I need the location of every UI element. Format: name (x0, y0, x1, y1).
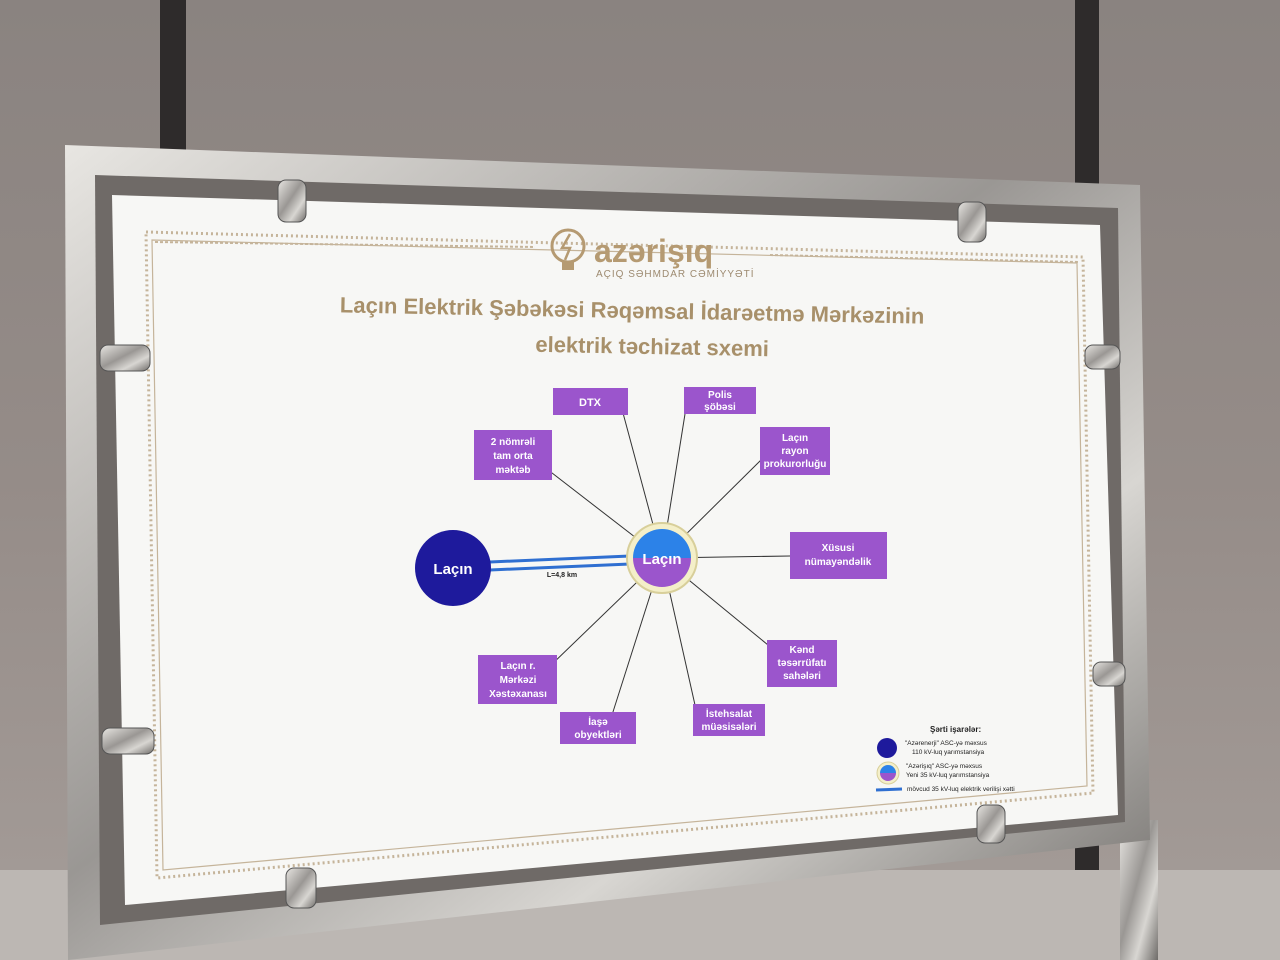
consumer-istehsalat-label-2: müəsisələri (701, 722, 756, 733)
consumer-mekteb: 2 nömrəli tam orta məktəb (474, 430, 552, 480)
board (112, 195, 1118, 905)
consumer-prokurorluq: Laçın rayon prokurorluğu (760, 427, 830, 475)
consumer-kend-label-3: sahələri (783, 671, 821, 682)
legend-item2-line2: Yeni 35 kV-luq yarımstansiya (906, 772, 990, 779)
transmission-line: L=4,8 km (489, 554, 631, 579)
source-node-label: Laçın (433, 561, 472, 578)
legend-item1-line1: "Azərenerji" ASC-yə məxsus (905, 740, 988, 747)
consumer-polis-label-2: şöbəsi (704, 402, 736, 413)
consumer-xestexana-label-2: Mərkəzi (500, 675, 537, 686)
consumer-xestexana-label-1: Laçın r. (500, 661, 535, 672)
consumer-xestexana-label-3: Xəstəxanası (489, 689, 547, 700)
consumer-mekteb-label-1: 2 nömrəli (491, 437, 536, 448)
hub-substation-node: Laçın (626, 522, 698, 594)
consumer-numayendelik-label-2: nümayəndəlik (805, 557, 872, 568)
hub-node-label: Laçın (642, 551, 681, 568)
consumer-numayendelik: Xüsusi nümayəndəlik (790, 532, 887, 579)
brand-subtitle: AÇIQ SƏHMDAR CƏMİYYƏTİ (596, 267, 754, 280)
legend-title: Şərti işarələr: (930, 725, 981, 734)
consumer-polis-label-1: Polis (708, 390, 732, 401)
consumer-kend-label-1: Kənd (790, 645, 815, 656)
consumer-mekteb-label-2: tam orta (493, 451, 533, 462)
line-length-label: L=4,8 km (547, 572, 577, 579)
source-substation-node: Laçın (415, 530, 491, 606)
legend-item2-line1: "Azərişıq" ASC-yə məxsus (906, 763, 983, 770)
brand-name: azərişıq (594, 233, 713, 269)
consumer-prokurorluq-label-1: Laçın (782, 433, 808, 444)
consumer-istehsalat: İstehsalat müəsisələri (693, 704, 765, 736)
consumer-kend-label-2: təsərrüfatı (778, 658, 827, 669)
legend-110kv-symbol (877, 738, 897, 758)
frame-clips (99, 179, 1126, 909)
legend-item3: mövcud 35 kV-luq elektrik verilişi xətti (907, 786, 1015, 793)
board-border-inner (151, 239, 1088, 871)
consumer-mekteb-label-3: məktəb (495, 465, 530, 476)
consumer-dtx: DTX (553, 388, 628, 415)
consumer-xestexana: Laçın r. Mərkəzi Xəstəxanası (478, 655, 557, 704)
consumer-numayendelik-label-1: Xüsusi (822, 543, 855, 554)
consumer-iase-label-1: İaşə (588, 715, 608, 728)
consumer-iase-label-2: obyektləri (574, 730, 621, 741)
consumer-polis: Polis şöbəsi (684, 387, 756, 414)
brand-logo: azərişıq AÇIQ SƏHMDAR CƏMİYYƏTİ (154, 228, 1079, 280)
consumer-iase: İaşə obyektləri (560, 712, 636, 744)
consumer-istehsalat-label-1: İstehsalat (706, 707, 753, 720)
consumer-prokurorluq-label-3: prokurorluğu (764, 459, 827, 470)
legend-line-symbol (875, 787, 903, 792)
legend-item1-line2: 110 kV-luq yarımstansiya (912, 749, 985, 756)
page-title-line2: elektrik təchizat sxemi (535, 332, 769, 361)
consumer-dtx-label: DTX (579, 397, 602, 409)
consumer-prokurorluq-label-2: rayon (781, 446, 808, 457)
consumer-kend-teserrufati: Kənd təsərrüfatı sahələri (767, 640, 837, 687)
stand-leg (1120, 820, 1158, 960)
legend: Şərti işarələr: "Azərenerji" ASC-yə məxs… (875, 725, 1015, 793)
